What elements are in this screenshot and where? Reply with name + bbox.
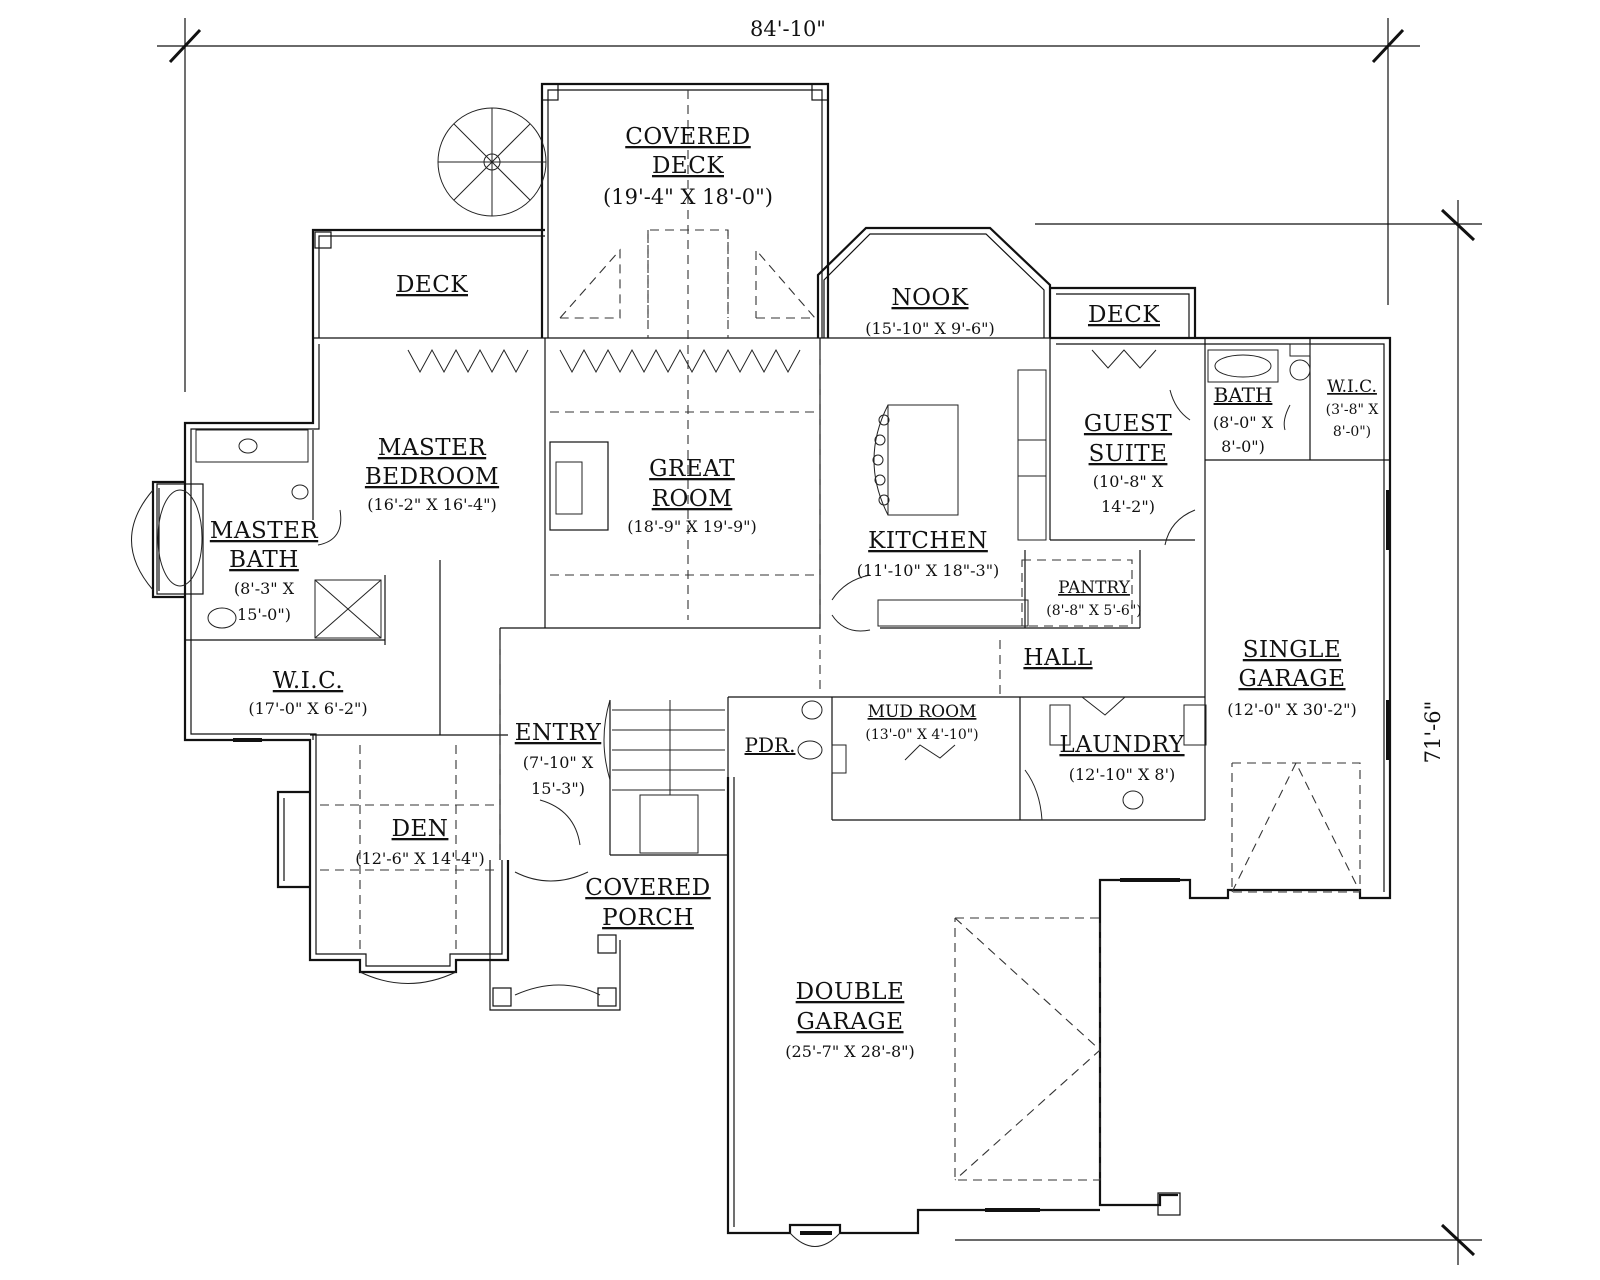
pantry-name: PANTRY — [1058, 578, 1131, 598]
entry-size-1: (7'-10" X — [523, 753, 594, 772]
dimension-lines: 84'-10" 71'-6" — [157, 17, 1482, 1265]
dashed-lines — [320, 90, 1361, 1181]
laundry-name: LAUNDRY — [1059, 732, 1184, 758]
den-name: DEN — [392, 816, 449, 842]
covered-deck-name-1: COVERED — [625, 124, 751, 150]
pantry-size: (8'-8" X 5'-6") — [1046, 603, 1141, 619]
laundry-size: (12'-10" X 8') — [1069, 765, 1176, 784]
deck-left-name: DECK — [396, 272, 468, 298]
kitchen-size: (11'-10" X 18"-3") — [857, 561, 1000, 580]
room-labels: COVERED DECK (19'-4" X 18'-0") DECK NOOK… — [210, 124, 1379, 1061]
master-bath-size-2: 15'-0") — [237, 605, 291, 624]
single-garage-name-2: GARAGE — [1238, 666, 1345, 692]
mud-room-name: MUD ROOM — [868, 702, 977, 722]
covered-porch-name-1: COVERED — [585, 875, 711, 901]
covered-porch-name-2: PORCH — [602, 905, 694, 931]
master-bedroom-name-1: MASTER — [378, 435, 487, 461]
mud-room-size: (13'-0" X 4'-10") — [865, 727, 978, 743]
wic-small-name: W.I.C. — [1327, 377, 1377, 397]
hall-name: HALL — [1023, 645, 1092, 671]
master-bath-name-1: MASTER — [210, 518, 319, 544]
kitchen-name: KITCHEN — [868, 528, 988, 554]
double-garage-size: (25'-7" X 28'-8") — [785, 1042, 914, 1061]
wic-master-name: W.I.C. — [273, 668, 343, 694]
covered-deck-size: (19'-4" X 18'-0") — [603, 185, 773, 209]
doors-and-fixtures — [156, 343, 1311, 996]
wic-small-size-2: 8'-0") — [1333, 424, 1371, 440]
great-room-size: (18'-9" X 19'-9") — [627, 517, 756, 536]
windows — [233, 490, 1390, 1235]
covered-deck-name-2: DECK — [652, 153, 724, 179]
nook-name: NOOK — [891, 285, 968, 311]
den-size: (12'-6" X 14'-4") — [355, 849, 484, 868]
bath-size-1: (8'-0" X — [1213, 413, 1274, 432]
master-bedroom-name-2: BEDROOM — [365, 464, 499, 490]
master-bath-size-1: (8'-3" X — [234, 579, 295, 598]
exterior-walls — [131, 82, 1392, 1247]
great-room-name-2: ROOM — [652, 486, 733, 512]
interior-walls — [185, 337, 1390, 860]
guest-suite-size-2: 14'-2") — [1101, 497, 1155, 516]
overall-depth-label: 71'-6" — [1421, 701, 1445, 764]
great-room-name-1: GREAT — [649, 456, 735, 482]
deck-right-name: DECK — [1088, 302, 1160, 328]
bath-name: BATH — [1214, 383, 1273, 407]
wic-master-size: (17'-0" X 6'-2") — [248, 699, 367, 718]
double-garage-name-1: DOUBLE — [796, 979, 905, 1005]
wic-small-size-1: (3'-8" X — [1326, 402, 1379, 418]
nook-size: (15'-10" X 9'-6") — [865, 319, 994, 338]
entry-name: ENTRY — [515, 720, 602, 746]
overall-width-label: 84'-10" — [750, 17, 826, 41]
bath-size-2: 8'-0") — [1221, 437, 1265, 456]
master-bedroom-size: (16'-2" X 16'-4") — [367, 495, 496, 514]
pdr-name: PDR. — [745, 733, 796, 757]
single-garage-name-1: SINGLE — [1243, 637, 1341, 663]
guest-suite-name-1: GUEST — [1084, 411, 1172, 437]
double-garage-name-2: GARAGE — [796, 1009, 903, 1035]
single-garage-size: (12'-0" X 30'-2") — [1227, 700, 1356, 719]
guest-suite-name-2: SUITE — [1089, 441, 1168, 467]
master-bath-name-2: BATH — [229, 547, 299, 573]
entry-size-2: 15'-3") — [531, 779, 585, 798]
guest-suite-size-1: (10'-8" X — [1093, 472, 1164, 491]
